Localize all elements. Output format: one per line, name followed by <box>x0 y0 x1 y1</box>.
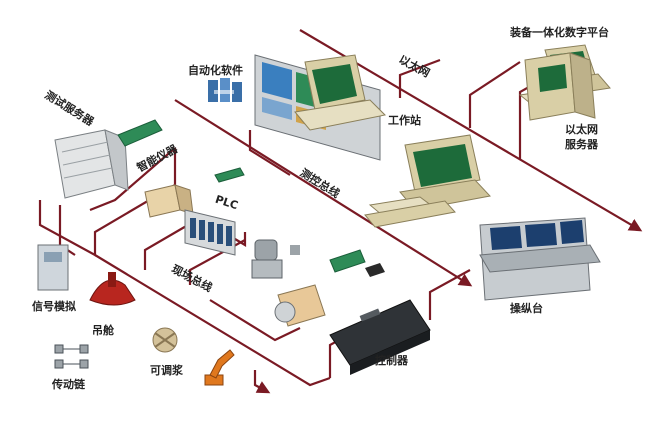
smart-instrument <box>144 184 194 218</box>
console-link <box>428 269 471 320</box>
monitoring-bus-line <box>174 99 473 287</box>
label-adjustable: 可调浆 <box>150 364 183 377</box>
field-bus-upper <box>143 217 201 270</box>
label-pod: 吊舱 <box>92 324 114 337</box>
label-transmission: 传动链 <box>52 378 85 391</box>
pod-thruster <box>89 272 136 306</box>
label-signal-sim: 信号模拟 <box>32 300 76 313</box>
label-automation-software: 自动化软件 <box>188 64 243 77</box>
automation-link <box>248 130 291 176</box>
field-bus-line <box>94 254 331 387</box>
test-server-rack <box>54 129 129 199</box>
circuit-board-right <box>329 249 385 277</box>
automation-software-icon <box>208 78 242 102</box>
left-main <box>38 148 177 257</box>
robot-arm <box>204 349 235 386</box>
pressure-sensor <box>251 239 300 279</box>
control-panel-wall <box>254 54 387 161</box>
controller-engine <box>329 299 431 375</box>
label-console: 操纵台 <box>510 302 543 315</box>
plc-module <box>184 209 236 256</box>
ethernet-branch-platform <box>468 61 521 128</box>
workstation-link <box>398 58 441 98</box>
ethernet-server <box>524 52 596 121</box>
signal-simulator <box>37 244 69 291</box>
adjustable-propeller <box>152 327 178 353</box>
label-ethernet-server: 以太网 服务器 <box>565 122 598 152</box>
workstation-computer <box>364 134 491 228</box>
label-ethernet-server-text: 以太网 服务器 <box>565 123 598 151</box>
circuit-board-mid <box>214 167 245 183</box>
test-server-link <box>89 147 176 212</box>
circuit-board-top <box>117 119 163 147</box>
operation-console <box>479 217 601 301</box>
label-workstation: 工作站 <box>388 114 421 127</box>
transmission-chain <box>54 344 89 369</box>
label-controller: 控制器 <box>375 354 408 367</box>
camera-motor <box>274 284 326 327</box>
bottom-arrow <box>253 370 271 394</box>
label-platform: 装备一体化数字平台 <box>510 26 609 39</box>
field-to-camera <box>209 299 301 342</box>
